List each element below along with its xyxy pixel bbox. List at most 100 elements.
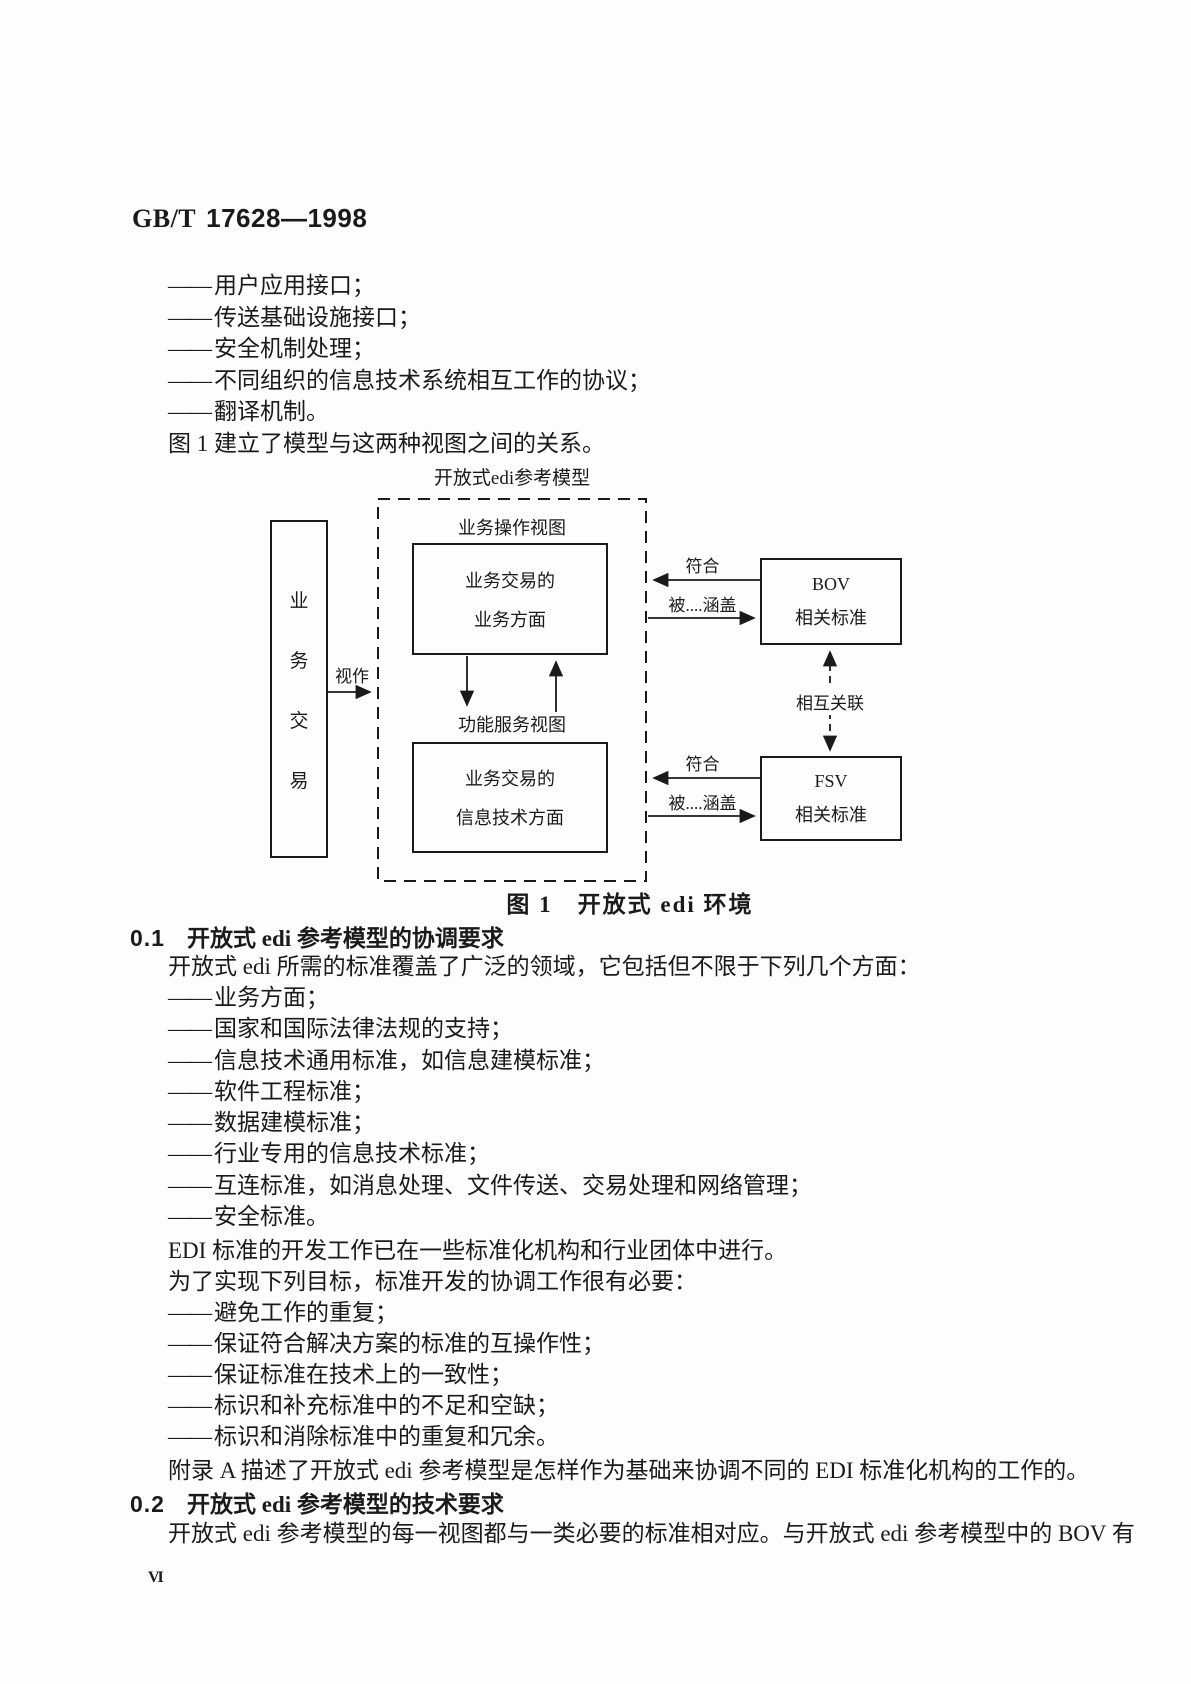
bov-view-label: 业务操作视图 [458,518,566,538]
list-item-text: 安全标准。 [214,1204,329,1230]
standard-prefix: GB/T [132,204,197,233]
list-item-text: 用户应用接口； [214,273,375,298]
list-item: ——标识和消除标准中的重复和冗余。 [168,1421,1148,1452]
vertical-char: 业 [289,590,309,612]
section-0-2-heading: 0.2 开放式 edi 参考模型的技术要求 [130,1485,504,1519]
box-line: 信息技术方面 [456,808,564,828]
box-line: FSV [814,770,848,791]
list-item-text: 业务方面； [214,985,329,1010]
box-line: 相关标准 [795,804,867,825]
box-line: BOV [811,573,850,594]
item-dash: —— [168,1424,212,1449]
list-item: ——互连标准，如消息处理、文件传送、交易处理和网络管理； [168,1170,1148,1201]
list-item: ——安全机制处理； [168,333,1128,365]
section-title: 开放式 edi 参考模型的技术要求 [186,1492,504,1517]
list-item: ——业务方面； [168,982,1148,1013]
list-item: ——国家和国际法律法规的支持； [168,1013,1148,1044]
item-dash: —— [168,1331,212,1356]
paragraph: 开放式 edi 所需的标准覆盖了广泛的领域，它包括但不限于下列几个方面： [168,954,921,979]
item-dash: —— [168,1016,212,1042]
item-dash: —— [168,1172,212,1198]
list-item-text: 保证符合解决方案的标准的互操作性； [214,1331,605,1356]
list-item-text: 安全机制处理； [214,336,375,362]
item-dash: —— [168,1047,212,1073]
vertical-char: 交 [289,710,309,732]
vertical-char: 易 [289,770,309,792]
list-item: ——传送基础设施接口； [168,302,1128,334]
list-item-text: 互连标准，如消息处理、文件传送、交易处理和网络管理； [214,1172,812,1198]
item-dash: —— [168,1300,212,1325]
it-aspect-box: 业务交易的 信息技术方面 [412,742,608,853]
box-line: 业务方面 [474,609,546,630]
item-dash: —— [168,273,212,298]
list-item-text: 传送基础设施接口； [214,304,421,330]
item-dash: —— [168,304,212,330]
paragraph: 附录 A 描述了开放式 edi 参考模型是怎样作为基础来协调不同的 EDI 标准… [168,1458,1090,1483]
fsv-standards-box: FSV 相关标准 [760,756,902,841]
standard-number-header: GB/T 17628—1998 [132,203,367,234]
comply-label-top: 符合 [685,557,720,576]
vertical-char: 务 [289,650,309,672]
item-dash: —— [168,985,212,1010]
box-line: 相关标准 [795,607,867,628]
list-item-text: 信息技术通用标准，如信息建模标准； [214,1047,605,1073]
item-dash: —— [168,1393,212,1418]
item-dash: —— [168,1362,212,1387]
list-item-text: 软件工程标准； [214,1078,375,1104]
list-item: ——行业专用的信息技术标准； [168,1138,1148,1169]
coordination-goals-list: ——避免工作的重复； ——保证符合解决方案的标准的互操作性； ——保证标准在技术… [168,1297,1148,1452]
figure-model-title: 开放式edi参考模型 [433,468,591,489]
paragraph: 开放式 edi 参考模型的每一视图都与一类必要的标准相对应。与开放式 edi 参… [168,1521,1135,1546]
business-aspect-box: 业务交易的 业务方面 [412,543,608,655]
list-item: ——安全标准。 [168,1201,1148,1232]
interrelate-label: 相互关联 [779,688,881,715]
section-number: 0.2 [130,1491,165,1517]
covered-label-bottom: 被....涵盖 [668,794,737,813]
list-item-text: 不同组织的信息技术系统相互工作的协议； [214,367,651,393]
item-dash: —— [168,1141,212,1167]
section-title: 开放式 edi 参考模型的协调要求 [186,926,504,951]
list-item-text: 国家和国际法律法规的支持； [214,1016,513,1042]
item-dash: —— [168,1078,212,1104]
list-item: ——保证标准在技术上的一致性； [168,1359,1148,1390]
list-item-text: 数据建模标准； [214,1110,375,1136]
intro-list: ——用户应用接口； ——传送基础设施接口； ——安全机制处理； ——不同组织的信… [168,270,1128,460]
list-item-text: 翻译机制。 [214,399,329,425]
list-item: ——避免工作的重复； [168,1297,1148,1328]
item-dash: —— [168,399,212,425]
item-dash: —— [168,367,212,393]
list-item-text: 标识和补充标准中的不足和空缺； [214,1393,559,1418]
paragraph: 为了实现下列目标，标准开发的协调工作很有必要： [168,1269,697,1294]
list-item-text: 行业专用的信息技术标准； [214,1141,490,1167]
list-item: ——用户应用接口； [168,270,1128,302]
list-item: ——标识和补充标准中的不足和空缺； [168,1390,1148,1421]
box-line: 业务交易的 [465,570,555,591]
paragraph: EDI 标准的开发工作已在一些标准化机构和行业团体中进行。 [168,1238,788,1263]
section-0-1-heading: 0.1 开放式 edi 参考模型的协调要求 [130,919,504,953]
item-dash: —— [168,336,212,362]
box-line: 业务交易的 [465,769,555,789]
viewed-as-label: 视作 [335,667,369,686]
list-item-text: 避免工作的重复； [214,1300,398,1325]
standards-domain-list: ——业务方面； ——国家和国际法律法规的支持； ——信息技术通用标准，如信息建模… [168,982,1148,1232]
list-item: ——信息技术通用标准，如信息建模标准； [168,1045,1148,1076]
item-dash: —— [168,1204,212,1230]
figure-caption: 图 1 开放式 edi 环境 [506,892,754,917]
list-item: ——软件工程标准； [168,1076,1148,1107]
comply-label-bottom: 符合 [685,755,720,774]
list-item: ——数据建模标准； [168,1107,1148,1138]
standard-code: 17628—1998 [206,203,368,233]
bov-standards-box: BOV 相关标准 [760,558,902,645]
business-transaction-box: 业 务 交 易 [270,520,328,858]
list-item: ——保证符合解决方案的标准的互操作性； [168,1328,1148,1359]
list-item-text: 标识和消除标准中的重复和冗余。 [214,1424,559,1449]
item-dash: —— [168,1110,212,1136]
figure-reference-note: 图 1 建立了模型与这两种视图之间的关系。 [168,430,605,456]
list-item: ——翻译机制。 [168,396,1128,428]
list-item: ——不同组织的信息技术系统相互工作的协议； [168,365,1128,397]
fsv-view-label: 功能服务视图 [458,715,566,735]
page-number: VI [148,1569,164,1586]
section-number: 0.1 [130,925,165,951]
list-item-text: 保证标准在技术上的一致性； [214,1362,513,1387]
